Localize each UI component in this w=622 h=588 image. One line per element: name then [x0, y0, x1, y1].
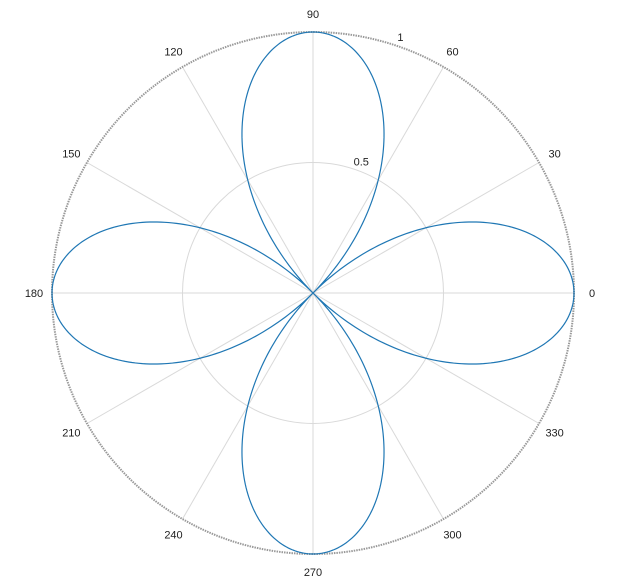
angle-tick-label: 240	[164, 530, 182, 542]
angle-tick-label: 270	[304, 567, 322, 579]
radial-tick-label: 0.5	[354, 157, 369, 169]
label-layer: 0 30 60 90 120 150 180 210 240 270 300 330 0.5 1	[25, 9, 595, 579]
radial-gridline-0.5	[182, 162, 444, 424]
angle-tick-label: 210	[62, 428, 80, 440]
angle-tick-label: 300	[443, 530, 461, 542]
angle-tick-label: 30	[548, 149, 560, 161]
angle-tick-label: 90	[307, 9, 319, 21]
curve-layer	[51, 31, 575, 555]
angle-tick-label: 0	[589, 288, 595, 300]
angle-tick-label: 330	[545, 428, 563, 440]
radial-tick-label: 1	[397, 32, 403, 44]
angle-tick-label: 180	[25, 288, 43, 300]
series-line-0	[51, 31, 575, 555]
angle-tick-label: 150	[62, 149, 80, 161]
angle-tick-label: 60	[446, 46, 458, 58]
angle-tick-label: 120	[164, 46, 182, 58]
